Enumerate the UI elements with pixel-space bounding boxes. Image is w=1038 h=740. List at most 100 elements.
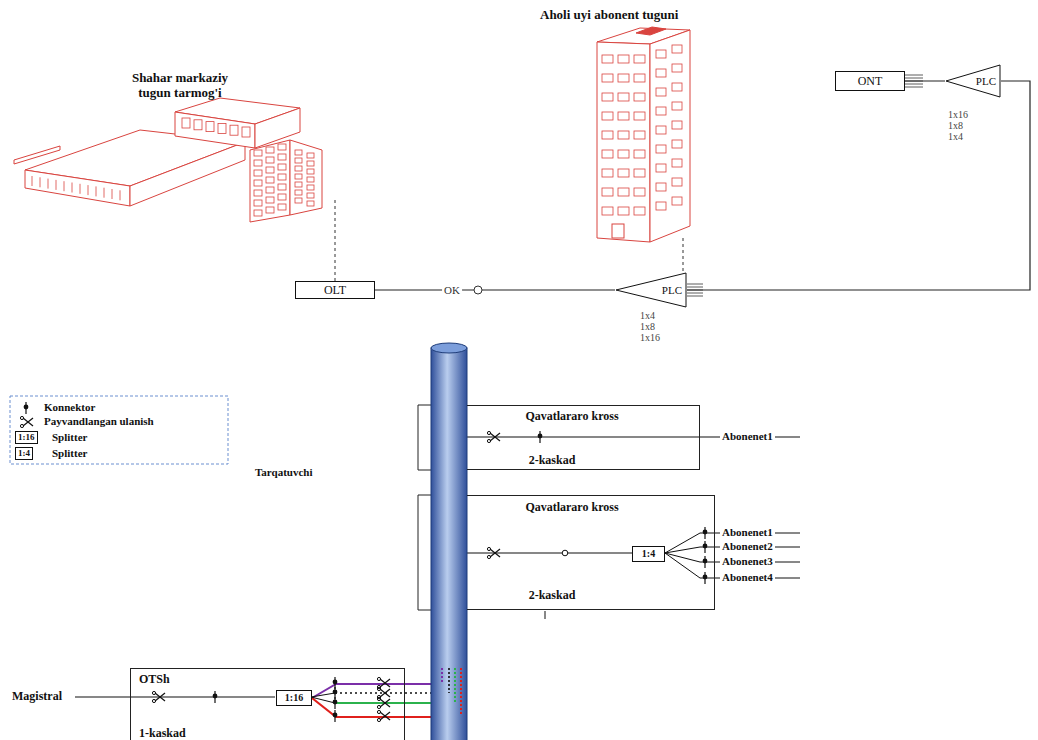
legend-text: Payvandlangan ulanish — [44, 415, 154, 427]
window — [278, 204, 286, 210]
weld-symbol — [152, 691, 155, 694]
triangle-shape — [946, 65, 1000, 97]
legend-text: Konnektor — [44, 401, 95, 413]
window — [278, 164, 286, 170]
text-label: Magistral — [12, 690, 62, 703]
fiber-bundle — [905, 81, 923, 82]
legend-sample: 1:4 — [15, 447, 33, 460]
fiber-connector — [905, 80, 945, 81]
window — [48, 179, 49, 189]
window — [266, 167, 274, 173]
drop-line — [335, 200, 336, 281]
weld-symbol — [20, 416, 23, 419]
legend-text: Splitter — [52, 431, 87, 443]
fiber-line — [460, 668, 462, 716]
connector-symbol — [703, 575, 708, 580]
weld-symbol — [23, 418, 33, 426]
fiber-line — [454, 668, 456, 703]
node-label: 2-kaskad — [529, 588, 576, 602]
splitter-box: 1:4 — [632, 546, 665, 562]
window — [602, 169, 613, 177]
connector-symbol — [703, 530, 708, 535]
window — [656, 164, 666, 172]
window — [96, 186, 97, 196]
legend-entry: Payvandlangan ulanish — [44, 415, 154, 428]
text-label: 1x4 — [640, 309, 655, 322]
text-label: Aholi uyi abonent tuguni — [540, 8, 678, 21]
window — [602, 207, 613, 215]
text-label: Abonenet1 — [720, 430, 775, 443]
window — [618, 188, 629, 196]
window — [64, 181, 65, 191]
weld-symbol — [380, 712, 390, 720]
text-label: 1x8 — [948, 119, 963, 132]
cross-box: Qavatlararo kross 2-kaskad 1:4 — [467, 495, 715, 610]
text-label: Abonenet3 — [720, 555, 775, 568]
node-label: OLT — [324, 283, 346, 297]
fiber-line — [665, 533, 700, 553]
window — [295, 182, 302, 187]
text-label: Shahar markaziy tugun tarmog'i — [115, 70, 245, 100]
connector-symbol — [538, 434, 543, 439]
window — [656, 145, 666, 153]
window — [307, 193, 314, 198]
window — [602, 150, 613, 158]
window — [672, 121, 682, 129]
splitter-triangle: PLC — [615, 272, 687, 308]
window — [672, 64, 682, 72]
weld-symbol — [377, 705, 380, 708]
weld-symbol — [20, 424, 23, 427]
weld-symbol — [380, 699, 390, 707]
fiber-line — [311, 697, 335, 703]
connector-symbol — [213, 694, 218, 699]
fiber-connector — [687, 81, 1030, 290]
window — [266, 147, 274, 153]
weld-symbol — [490, 549, 500, 557]
window — [656, 88, 666, 96]
building-outline — [250, 140, 290, 222]
window — [656, 183, 666, 191]
window — [182, 118, 190, 128]
fiber-bundle — [687, 284, 703, 285]
fiber-line — [448, 668, 450, 693]
node-label: 1:4 — [642, 547, 655, 561]
window — [307, 177, 314, 182]
node-label: Qavatlararo kross — [525, 500, 618, 514]
window — [278, 144, 286, 150]
window — [618, 112, 629, 120]
cross-box: Qavatlararo kross2-kaskad — [467, 405, 700, 470]
weld-symbol — [487, 439, 490, 442]
window — [672, 178, 682, 186]
triangle-shape — [616, 273, 686, 307]
node-label: 2-kaskad — [529, 453, 576, 467]
window — [634, 55, 645, 63]
weld-symbol — [380, 699, 390, 707]
window — [278, 184, 286, 190]
legend-entry: Konnektor — [44, 401, 95, 414]
window — [295, 174, 302, 179]
connector-symbol — [333, 690, 338, 695]
legend-entry: Splitter — [52, 431, 87, 444]
weld-symbol — [152, 699, 155, 702]
text-label: 1x8 — [640, 320, 655, 333]
window — [295, 190, 302, 195]
building-outline — [597, 42, 650, 242]
window — [278, 174, 286, 180]
window — [120, 190, 121, 200]
window — [307, 185, 314, 190]
window — [32, 176, 33, 186]
window — [307, 169, 314, 174]
window — [307, 161, 314, 166]
splitter-triangle: PLC — [945, 64, 1001, 98]
node-label: PLC — [976, 74, 996, 88]
window — [602, 131, 613, 139]
window — [218, 123, 226, 133]
fiber-line — [665, 553, 700, 578]
text-label: 1x4 — [948, 130, 963, 143]
window — [56, 180, 57, 190]
window — [254, 190, 262, 196]
window — [672, 197, 682, 205]
window — [266, 197, 274, 203]
text-label: Tarqatuvchi — [255, 466, 312, 479]
window — [656, 69, 666, 77]
